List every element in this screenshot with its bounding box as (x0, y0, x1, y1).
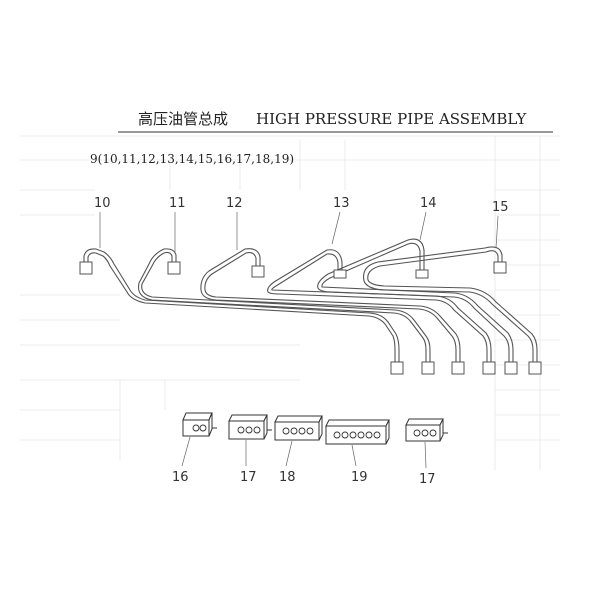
label-pipe-10: 10 (94, 196, 111, 211)
pipe-10 (83, 248, 400, 362)
leader-lines (99, 211, 499, 252)
label-pipe-11: 11 (169, 196, 186, 211)
clamp-18 (274, 415, 323, 441)
title-chinese: 高压油管总成 (138, 110, 228, 128)
clamp-19 (325, 419, 390, 445)
clamp-16 (182, 412, 217, 437)
label-clamp-17-right: 17 (419, 472, 436, 487)
clamp-leader-lines (181, 436, 427, 469)
pipe-fittings (79, 261, 542, 375)
label-clamp-16: 16 (172, 470, 189, 485)
label-clamp-18: 18 (279, 470, 296, 485)
label-pipe-12: 12 (226, 196, 243, 211)
title-english: HIGH PRESSURE PIPE ASSEMBLY (256, 110, 527, 128)
pipe-11 (137, 248, 431, 362)
background-table-ghost (20, 135, 560, 470)
clamp-17-right (405, 418, 448, 442)
pipe-12 (200, 248, 461, 362)
assembly-subtitle: 9(10,11,12,13,14,15,16,17,18,19) (90, 152, 294, 166)
label-pipe-14: 14 (420, 196, 437, 211)
pipe-15 (363, 246, 538, 362)
clamp-17-left (228, 414, 272, 440)
label-pipe-15: 15 (492, 200, 509, 215)
label-clamp-19: 19 (351, 470, 368, 485)
label-clamp-17-left: 17 (240, 470, 257, 485)
label-pipe-13: 13 (333, 196, 350, 211)
